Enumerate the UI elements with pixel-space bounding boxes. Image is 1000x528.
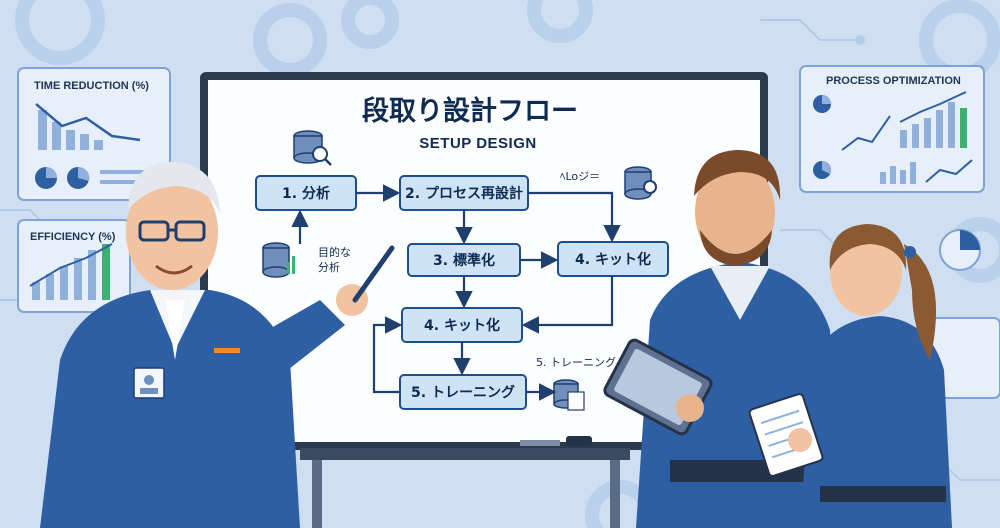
database-chart-icon (262, 242, 295, 278)
flow-title: 段取り設計フロー (362, 95, 578, 127)
notepad-icon (748, 393, 824, 477)
training-note: 5. トレーニング (536, 355, 616, 369)
pie-chart-icon (813, 95, 831, 179)
flow-step-analysis: 1. 分析 (255, 175, 357, 211)
worker-woman-figure (748, 224, 952, 528)
trend-line-icon (925, 159, 973, 183)
flow-arrows (291, 184, 621, 401)
flow-subtitle: SETUP DESIGN (419, 135, 536, 152)
logic-note: ﾍLoジ＝ (560, 170, 600, 183)
trend-line-icon (35, 103, 141, 142)
efficiency-title: EFFICIENCY (%) (30, 231, 116, 243)
flow-step-redesign: 2. プロセス再設計 (399, 175, 529, 211)
process-optimization-panel: PROCESS OPTIMIZATION (799, 65, 985, 193)
database-search-icon (293, 130, 332, 166)
time-reduction-panel: TIME REDUCTION (%) (17, 67, 171, 201)
flow-step-label: 1. 分析 (282, 185, 330, 202)
efficiency-panel: EFFICIENCY (%) (17, 219, 131, 313)
database-gear-icon (624, 166, 657, 200)
database-document-icon (553, 379, 585, 411)
bar-chart-icon (900, 102, 967, 148)
bar-chart-icon (38, 110, 103, 150)
flow-step-kit-center: 4. キット化 (401, 307, 523, 343)
flow-step-label: 2. プロセス再設計 (405, 185, 523, 202)
flow-step-kit-right: 4. キット化 (557, 241, 669, 277)
trend-line-icon (899, 91, 967, 123)
process-optimization-title: PROCESS OPTIMIZATION (826, 75, 961, 87)
side-chart-panel (929, 229, 1000, 399)
flow-step-label: 4. キット化 (424, 317, 500, 334)
presenter-figure (40, 161, 395, 528)
bar-chart-icon (880, 162, 916, 184)
flow-step-label: 4. キット化 (575, 251, 651, 268)
bar-chart-icon (32, 244, 110, 300)
purpose-note-line2: 分析 (318, 260, 340, 274)
flow-step-label: 3. 標準化 (433, 252, 495, 269)
trend-line-icon (841, 115, 891, 151)
pie-chart-icon (35, 166, 90, 189)
trend-line-icon (29, 243, 113, 287)
purpose-note-line1: 目的な (318, 245, 351, 259)
time-reduction-title: TIME REDUCTION (%) (34, 80, 149, 92)
flow-step-label: 5. トレーニング (411, 384, 515, 401)
flow-step-training: 5. トレーニング (399, 374, 527, 410)
flow-step-standardize: 3. 標準化 (407, 243, 521, 277)
